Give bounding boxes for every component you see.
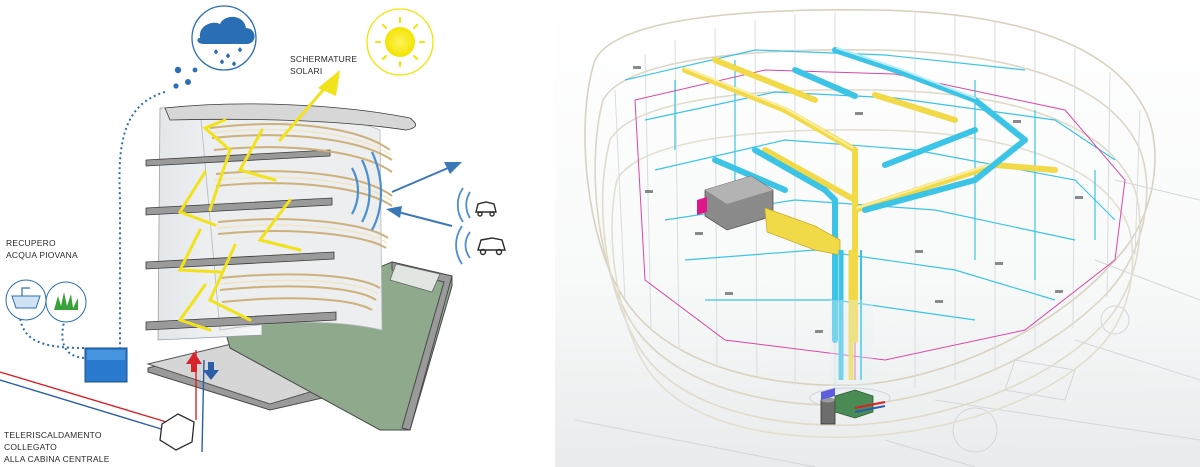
air-handling-unit [697,175,841,256]
return-arrow-blue [203,362,219,380]
rain-cloud-icon [173,5,257,89]
plant-icon [45,281,87,323]
district-heating-label: TELERISCALDAMENTO COLLEGATO ALLA CABINA … [4,430,110,464]
sun-icon [366,8,434,76]
cyan-air-ducts [712,47,1028,343]
site-plan-lines [574,179,1200,467]
sound-waves [351,151,471,265]
yellow-supply-ducts [682,57,1058,343]
sink-icon [5,279,47,321]
supply-arrow-red [186,352,202,372]
mep-systems-isometric [555,0,1200,467]
car-icon [475,201,506,256]
building-sustainability-diagram: SCHERMATURE SOLARI RECUPERO ACQUA PIOVAN… [0,5,506,464]
basement-plant-room [809,387,891,425]
solar-shading-label: SCHERMATURE SOLARI [290,54,360,76]
light-fixtures [633,66,1083,333]
airflow-arrows [386,162,462,227]
rainwater-recovery-label: RECUPERO ACQUA PIOVANA [6,238,78,260]
sun-rays [177,80,332,332]
vertical-riser [838,250,862,380]
rainwater-collection-path [118,91,166,348]
floor-slabs [145,103,416,331]
heat-exchanger-unit [159,413,195,451]
